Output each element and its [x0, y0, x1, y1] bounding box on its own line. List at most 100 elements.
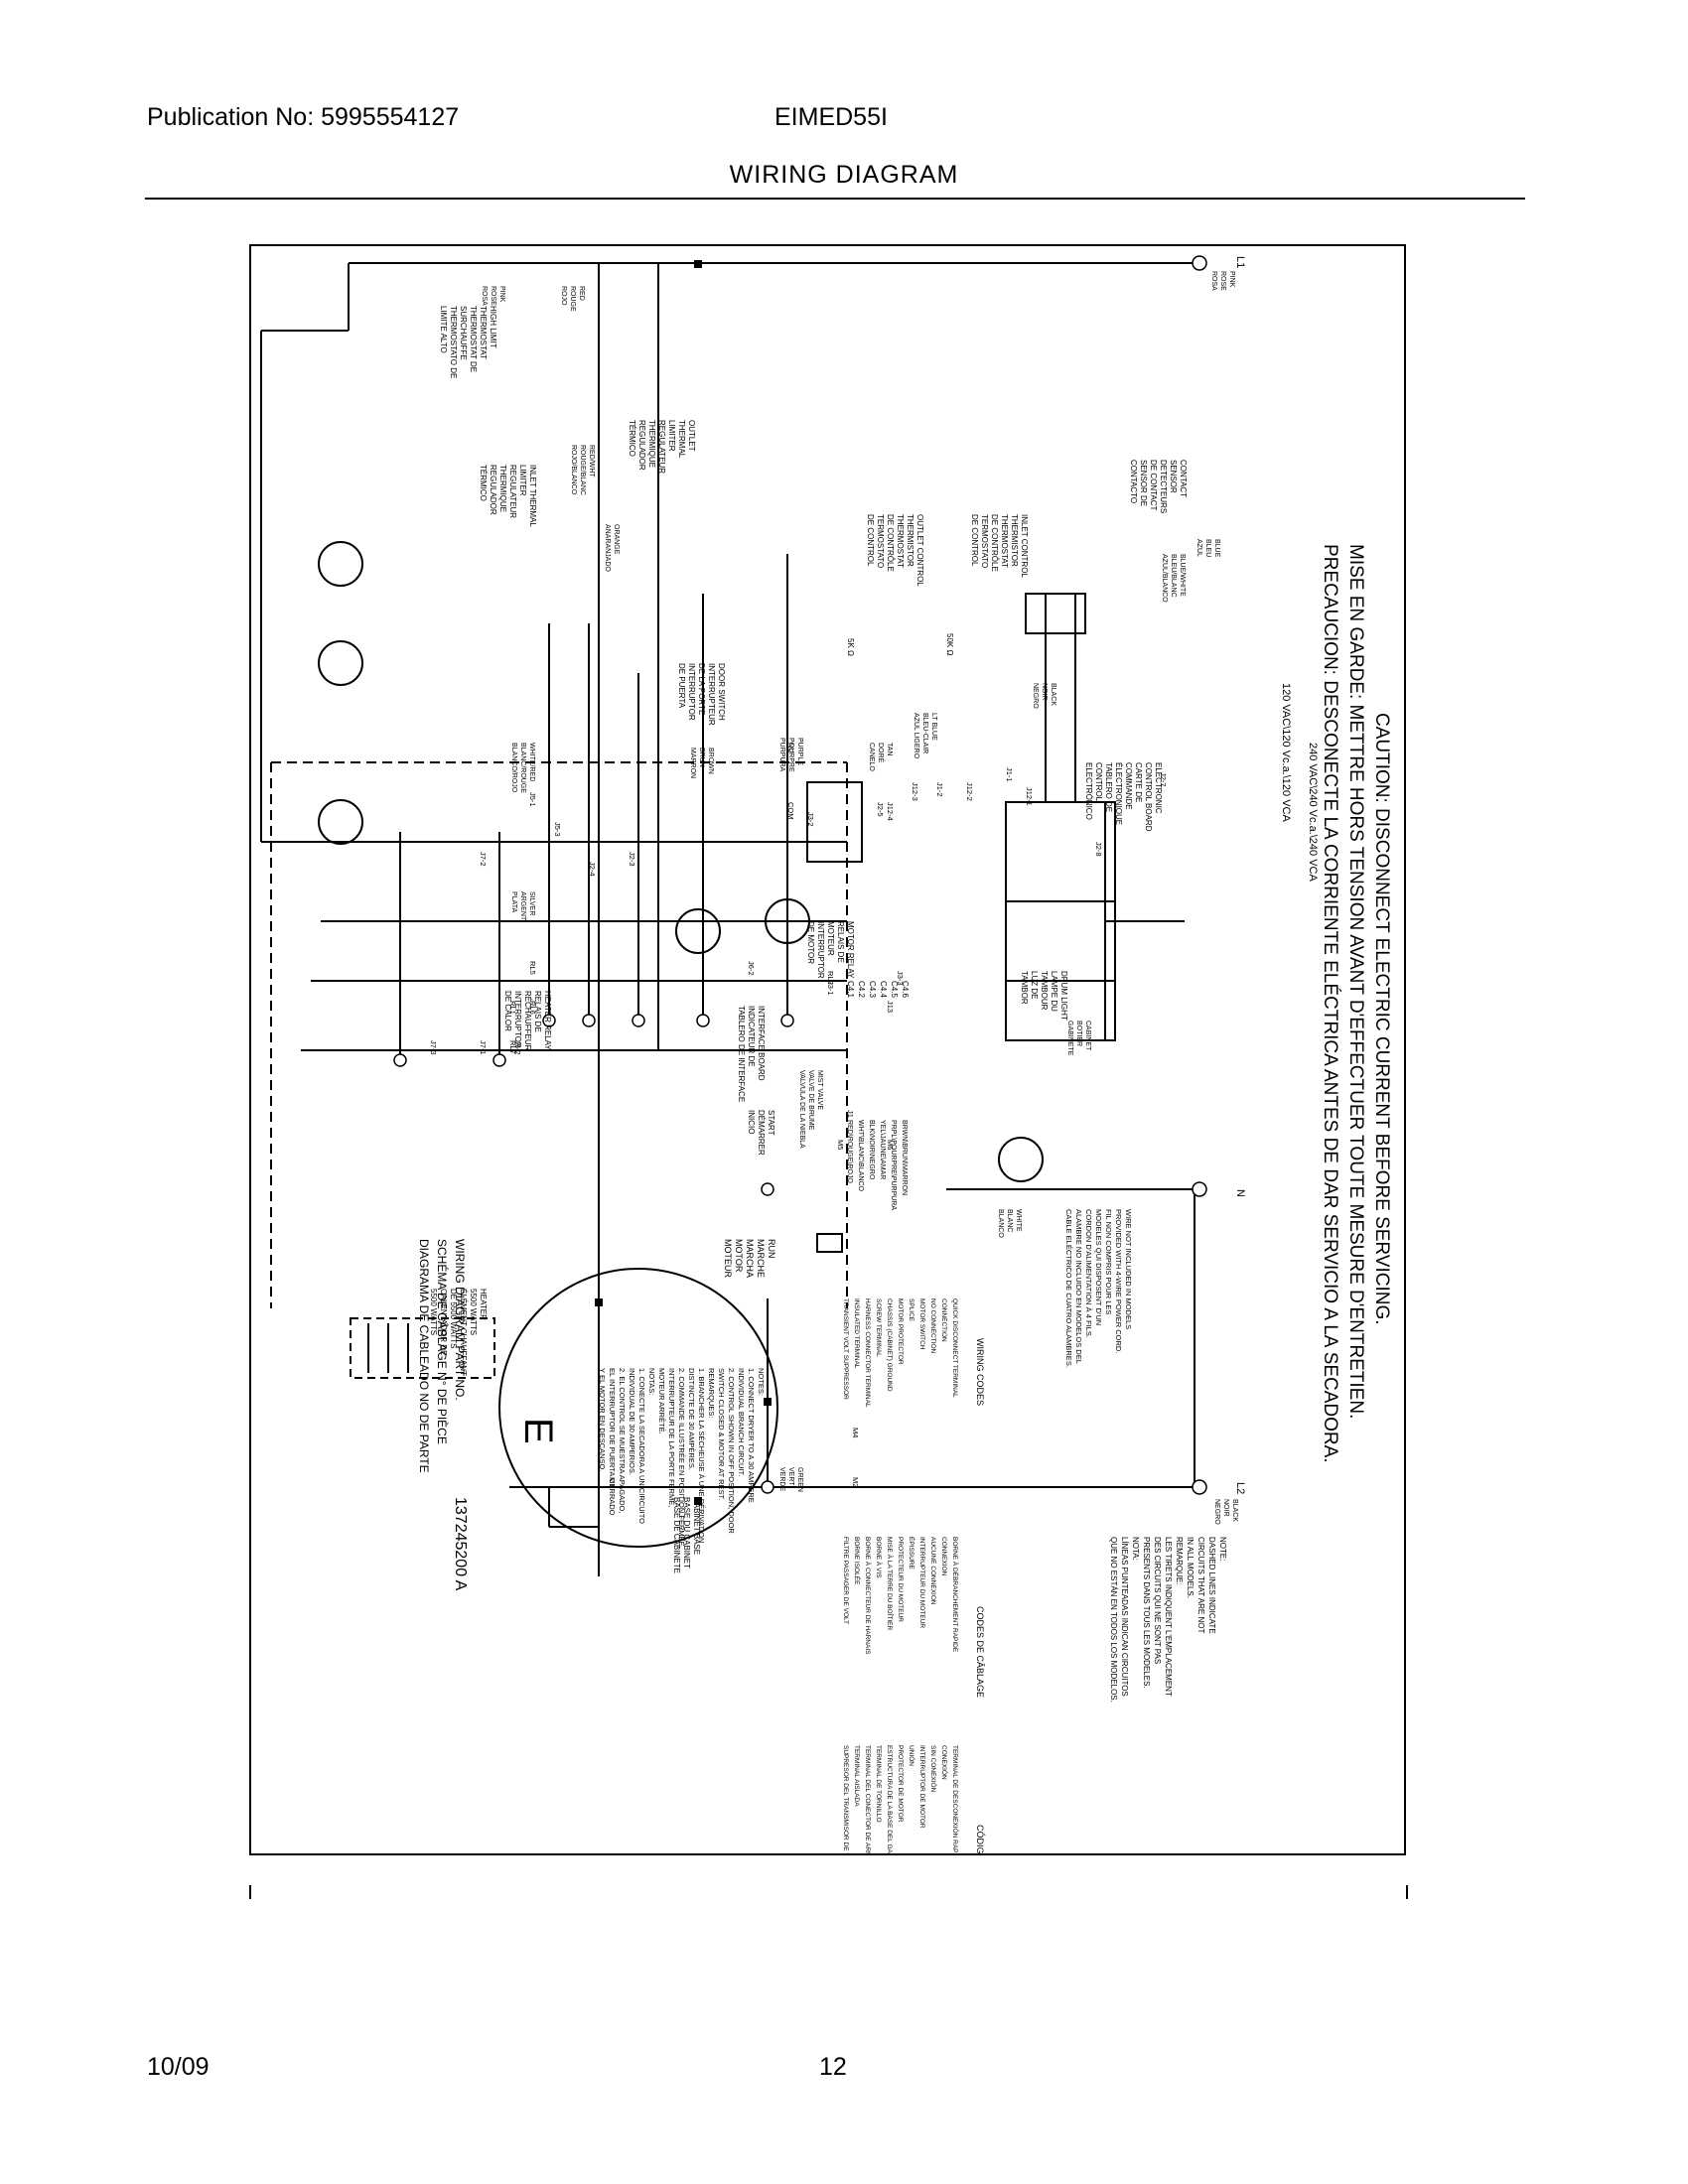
wire-black-line-2: NOIR	[1041, 683, 1048, 701]
wiring-codes-header-3: CÓDIGOS DE CABLEADO	[975, 1825, 985, 1853]
heater-label-line-5: CALENTADOR DE	[439, 1289, 448, 1355]
contact-sensor-line-6: CONTACTO	[1129, 460, 1138, 503]
outlet-limiter-line-2: THERMAL	[677, 420, 686, 459]
control-board-line-6: TABLERO DE	[1104, 762, 1113, 812]
cabinet-label-line-2: BOTIER	[1075, 1021, 1082, 1046]
control-board-line-5: ÉLECTRONIQUE	[1114, 762, 1123, 825]
terminal-n: N	[1234, 1189, 1246, 1197]
dashed-note-line-9: NOTA:	[1131, 1537, 1140, 1561]
dashed-note-line-4: IN ALL MODELS.	[1186, 1537, 1195, 1598]
outlet-thermistor-line-2: THERMISTOR	[906, 514, 914, 567]
wiring-codes-row-8-col-1: SCREW TERMINAL	[875, 1298, 882, 1357]
wire-lt-blue-line-3: AZUL LIGERO	[913, 713, 919, 759]
wiring-diagram: CAUTION: DISCONNECT ELECTRIC CURRENT BEF…	[260, 255, 1392, 1853]
wire-tan-line-1: TAN	[886, 743, 893, 755]
inlet-limiter-line-2: LIMITER	[518, 465, 527, 496]
wire-red-line-2: ROUGE	[569, 286, 576, 312]
wire-pink-line-3: ROSA	[481, 286, 488, 306]
contact-sensor-line-1: CONTACT	[1179, 460, 1188, 497]
wire-black-line-3: NEGRO	[1032, 683, 1039, 709]
connector-j12-4: J12-4	[886, 802, 895, 821]
wire-note-line-3: FIL NON COMPRIS POUR LES	[1104, 1209, 1113, 1314]
inlet-resistance: 50K Ω	[945, 633, 954, 655]
notes-line-17: Y EL MOTOR EN DESCANSO.	[598, 1368, 607, 1471]
heater-label-line-1: HEATER	[479, 1289, 488, 1320]
heater-label-line-3: ÉLÉMENT CHAUFFANT	[459, 1289, 468, 1376]
outlet-limiter-line-4: REGULATEUR	[657, 420, 666, 474]
connector-j3-2: J3-2	[806, 812, 815, 827]
wire-note-line-7: CABLE ELÉCTRICO DE CUATRO ALAMBRES.	[1064, 1209, 1073, 1368]
wire-black-line-1: BLACK	[1050, 683, 1056, 706]
start-label-line-3: INICIO	[747, 1110, 756, 1134]
mist-valve-line-2: VALVE DE BRUME	[807, 1070, 814, 1131]
cabinet-label-line-1: CABINET	[1084, 1021, 1091, 1051]
inlet-thermistor-line-6: DE CONTROL	[970, 514, 979, 567]
high-limit-line-4: SURCHAUFFE	[459, 306, 468, 360]
connector-j3-1: J3-1	[826, 981, 835, 996]
wire-orange-line-1: ORANGE	[613, 524, 620, 555]
connector-rl6: RL6	[528, 1001, 537, 1015]
heater-relay-line-3: RÉCHAUFFEUR	[523, 991, 532, 1051]
notes-line-8: DISTINCTE DE 30 AMPÈRES.	[687, 1368, 696, 1470]
wiring-codes-row-5-col-2: ÉPISSURE	[908, 1537, 916, 1570]
wire-blue-white-line-2: BLEU/BLANC	[1170, 554, 1177, 598]
wiring-codes-row-3-col-3: SIN CONEXIÓN	[929, 1745, 938, 1793]
cabinet-base-line-3: BASE DE CABINETE	[672, 1497, 681, 1573]
wiring-codes-row-1-col-1: QUICK DISCONNECT TERMINAL	[951, 1298, 958, 1398]
control-board-line-1: ELECTRONIC	[1154, 762, 1163, 814]
green-label-line-3: VERDE	[778, 1467, 785, 1491]
wiring-codes-row-9-col-2: BORNE À CONNECTEUR DE HARNAIS	[864, 1537, 873, 1655]
drum-light-line-4: LUZ DE	[1030, 971, 1039, 999]
wire-white-red-line-3: BLANCO/ROJO	[510, 743, 517, 793]
connector-j5-1: J5-1	[528, 792, 537, 807]
connector-j3-3: J3-3	[896, 971, 905, 986]
voltage-120-label: 120 VAC\120 Vc.a.\120 VCA	[1280, 683, 1292, 822]
inlet-thermistor-line-1: INLET CONTROL	[1020, 514, 1029, 578]
wire-blue-white-line-3: AZUL/BLANCO	[1161, 554, 1168, 603]
wiring-codes-row-11-col-3: SUPRESOR DEL TRANSMISOR DE VOLTIOS	[842, 1745, 849, 1853]
notes-line-12: NOTAS:	[647, 1368, 656, 1395]
connector-com: COM	[786, 802, 795, 820]
wiring-codes-row-7-col-1: CHASSIS (CABINET) GROUND	[886, 1298, 893, 1392]
wire-note-line-1: WIRE NOT INCLUDED IN MODELS	[1124, 1209, 1133, 1329]
connector-j2-5: J2-5	[876, 802, 885, 817]
door-switch-line-3: DE LA PORTE	[697, 663, 706, 715]
wire-silver-line-2: ARGENT	[519, 891, 526, 921]
inlet-limiter-line-5: REGULADOR	[489, 465, 497, 515]
wiring-codes-row-4-col-2: INTERRUPTEUR DU MOTEUR	[918, 1537, 925, 1628]
mist-valve-line-1: MIST VALVE	[816, 1070, 823, 1110]
wiring-codes-row-4-col-3: INTERRUPTOR DE MOTOR	[918, 1745, 925, 1829]
notes-line-6: REMARQUES:	[707, 1368, 716, 1418]
wire-red-white-line-1: RED/WHT	[588, 445, 595, 478]
motor-relay-line-4: INTERRUPTOR	[816, 921, 825, 979]
connector-j2-8: J2-8	[1094, 842, 1103, 857]
wiring-codes-row-5-col-1: SPLICE	[908, 1298, 914, 1322]
connector-rl5: RL5	[528, 961, 537, 975]
contact-sensor-line-5: SENSOR DE	[1139, 460, 1148, 506]
outlet-thermistor-line-6: DE CONTROL	[866, 514, 875, 567]
interface-board-line-2: INDICATEUR DE	[747, 1006, 756, 1067]
l1-color-line-3: ROSA	[1210, 271, 1217, 291]
contact-sensor-line-2: SENSOR	[1169, 460, 1178, 493]
connector-j5-3: J5-3	[553, 822, 562, 837]
part-number: 137245200 A	[452, 1497, 469, 1591]
drum-light-line-3: TAMBOUR	[1040, 971, 1049, 1011]
outlet-limiter-line-7: TÉRMICO	[628, 420, 636, 457]
dashed-note-line-1: NOTE:	[1218, 1537, 1227, 1561]
connector-m5: M5	[836, 1140, 845, 1150]
publication-number: Publication No: 5995554127	[147, 103, 460, 131]
heater-relay-line-1: HEATER RELAY	[543, 991, 552, 1050]
heater-label-line-4: DE 5500 WATTS	[449, 1289, 458, 1348]
wire-purple-line-1: PURPLE	[796, 738, 803, 765]
wiring-codes-row-10-col-2: BORNE ISOLÉE	[853, 1537, 862, 1585]
heater-label-line-2: 5500 WATTS	[469, 1289, 478, 1335]
start-label-line-2: DÉMARRER	[757, 1110, 766, 1156]
wire-white-line-1: WHITE	[1015, 1209, 1022, 1232]
dashed-note-line-11: QUE NO ESTÁN EN TODOS LOS MODELOS.	[1109, 1537, 1118, 1703]
wiring-codes-row-6-col-2: PROTECTEUR DU MOTEUR	[897, 1537, 904, 1622]
connector-rl7: RL7	[508, 1040, 517, 1054]
l1-color-line-2: ROSE	[1219, 271, 1226, 291]
connector-j7-3: J7-3	[429, 1040, 438, 1055]
wire-red-white-line-2: ROUGE/BLANC	[579, 445, 586, 495]
motor-relay-line-1: MOTOR RELAY	[846, 921, 855, 979]
